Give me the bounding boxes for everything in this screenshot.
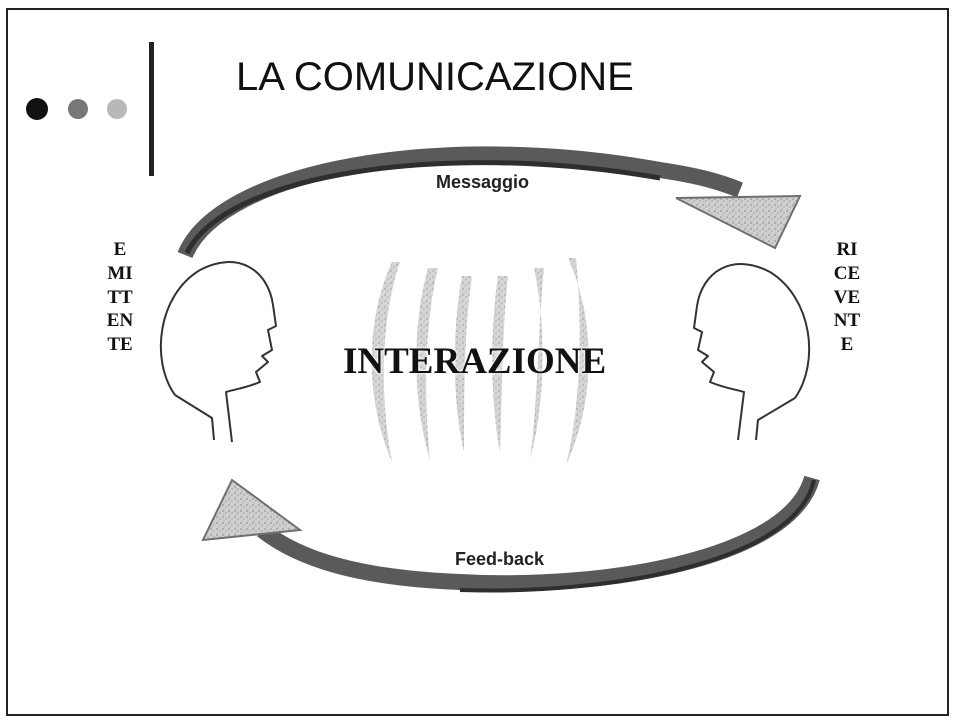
right-head-profile-icon — [693, 263, 811, 441]
receiver-label: RICEVENTE — [833, 239, 861, 356]
left-head-profile-icon — [159, 261, 277, 443]
top-arrowhead — [675, 194, 802, 250]
interaction-label: INTERAZIONE — [343, 341, 607, 382]
bullet-dot-medium — [68, 99, 88, 119]
bullet-dot-dark — [26, 98, 48, 120]
bullet-dot-light — [107, 99, 127, 119]
sound-wave-icon — [371, 258, 589, 465]
slide-title: LA COMUNICAZIONE — [236, 55, 634, 99]
slide-frame — [6, 8, 949, 716]
title-divider — [149, 42, 154, 176]
sender-label: EMITTENTE — [106, 239, 134, 356]
message-label: Messaggio — [436, 172, 530, 192]
bottom-arrowhead — [201, 478, 303, 542]
top-arrow — [177, 146, 802, 259]
bottom-arrow — [201, 475, 820, 593]
feedback-label: Feed-back — [455, 549, 545, 569]
